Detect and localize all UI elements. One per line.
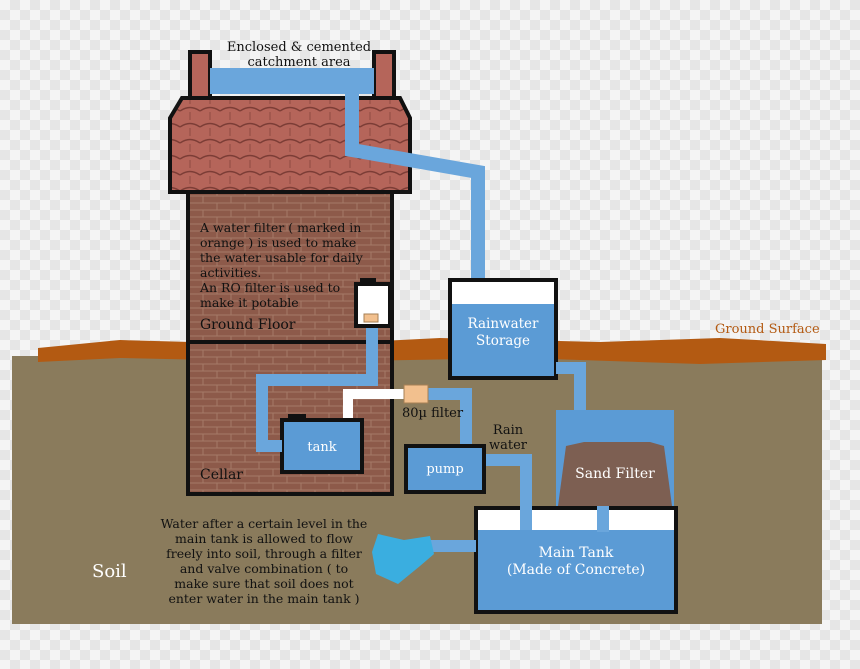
- filter-note-line5: An RO filter is used to: [200, 280, 341, 295]
- pipe-tank-to-filter: [343, 389, 404, 420]
- roof-downpipe: [345, 94, 485, 282]
- filter-note-line1: A water filter ( marked in: [200, 220, 362, 235]
- filter-note-line2: orange ) is used to make: [200, 235, 357, 250]
- filter-note-line6: make it potable: [200, 295, 299, 310]
- overflow-note-line5: make sure that soil does not: [174, 576, 354, 591]
- rainwater-storage-line1: Rainwater: [467, 316, 539, 332]
- cellar-tank-label: tank: [307, 440, 337, 455]
- pipe-sand-to-main: [597, 506, 609, 532]
- overflow-splash: [372, 534, 434, 584]
- ground-floor-label: Ground Floor: [200, 317, 296, 333]
- catchment-label: Enclosed & cemented catchment area: [214, 40, 384, 70]
- main-tank-line1: Main Tank: [538, 545, 614, 561]
- filter-note-line4: activities.: [200, 265, 262, 280]
- filter-note: A water filter ( marked in orange ) is u…: [200, 220, 370, 310]
- rainwater-storage-label: Rainwater Storage: [452, 316, 554, 350]
- sand-layer: [558, 442, 672, 506]
- overflow-note-line2: main tank is allowed to flow: [175, 531, 353, 546]
- ground-surface-label: Ground Surface: [715, 322, 820, 337]
- main-tank-line2: (Made of Concrete): [506, 562, 646, 578]
- catchment-label-line1: Enclosed & cemented: [226, 40, 372, 55]
- sand-filter-label: Sand Filter: [575, 466, 655, 482]
- catchment-pipe-top: [210, 68, 374, 94]
- pipe-ro-to-tank: [256, 322, 378, 452]
- overflow-note-line3: freely into soil, through a filter: [166, 546, 362, 561]
- pipe-pump-to-main: [484, 454, 532, 530]
- filter-80-label: 80µ filter: [402, 406, 464, 421]
- rain-water-line2: water: [488, 438, 527, 453]
- overflow-note-line4: and valve combination ( to: [179, 561, 349, 576]
- overflow-note: Water after a certain level in the main …: [150, 516, 378, 606]
- pump-label: pump: [426, 462, 464, 477]
- chimney-left: [188, 50, 212, 100]
- pipe-filter-to-pump: [428, 388, 472, 450]
- roof: [168, 96, 412, 194]
- soil-label: Soil: [92, 561, 127, 582]
- overflow-note-line1: Water after a certain level in the: [160, 516, 368, 531]
- filter-note-line3: the water usable for daily: [200, 250, 363, 265]
- main-tank-label: Main Tank (Made of Concrete): [478, 545, 674, 579]
- overflow-note-line6: enter water in the main tank ): [168, 591, 360, 606]
- rain-water-line1: Rain: [492, 423, 524, 438]
- filter-80-micron: [403, 384, 429, 404]
- pipe-storage-to-sand: [556, 362, 586, 412]
- catchment-label-line2: catchment area: [247, 55, 351, 70]
- cellar-label: Cellar: [200, 467, 243, 483]
- rainwater-storage-line2: Storage: [476, 333, 530, 349]
- rain-water-label: Rain water: [484, 423, 532, 453]
- pump-box: [404, 444, 486, 494]
